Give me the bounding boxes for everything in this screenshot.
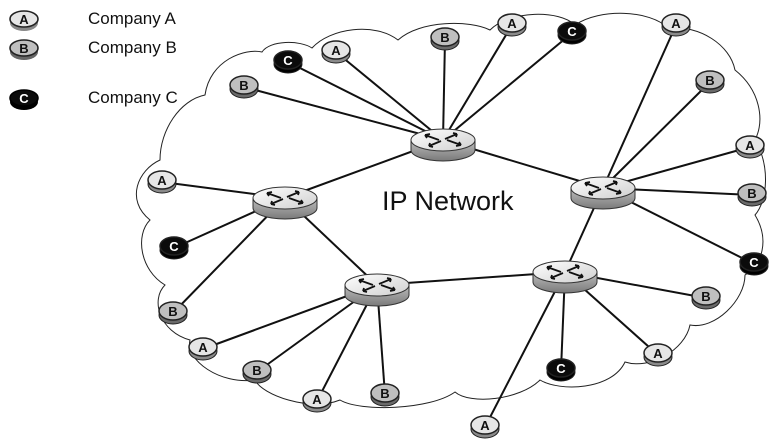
company-c-badge-icon: C (9, 89, 39, 110)
site-node-company-b: B (430, 27, 460, 51)
site-node-label: C (169, 239, 179, 254)
site-node-label: B (705, 73, 714, 88)
legend-label-company-b: Company B (88, 38, 177, 57)
site-node-label: A (331, 43, 341, 58)
site-node-label: A (312, 392, 322, 407)
site-node-company-c: C (546, 358, 576, 382)
site-node-label: A (671, 16, 681, 31)
site-node-label: B (701, 289, 710, 304)
site-node-company-b: B (158, 301, 188, 325)
site-node-company-a: A (497, 13, 527, 37)
site-node-company-b: B (370, 383, 400, 407)
access-link-n1 (287, 61, 444, 141)
access-link-n2 (335, 51, 444, 141)
access-link-n7 (602, 24, 677, 189)
svg-text:A: A (19, 12, 29, 27)
site-node-label: C (556, 361, 566, 376)
site-node-label: A (157, 173, 167, 188)
site-node-label: B (440, 30, 449, 45)
svg-text:C: C (19, 91, 29, 106)
router-icon (532, 260, 598, 294)
legend: A Company A B Company B C Company C (0, 0, 240, 120)
site-node-company-a: A (188, 337, 218, 361)
svg-text:B: B (19, 41, 28, 56)
site-node-company-b: B (691, 286, 721, 310)
router-icon (344, 273, 410, 307)
access-link-n8 (602, 81, 711, 189)
site-node-company-b: B (229, 75, 259, 99)
site-node-label: A (745, 138, 755, 153)
legend-label-company-a: Company A (88, 9, 176, 28)
diagram-title: IP Network (382, 186, 514, 216)
access-link-n6 (243, 86, 444, 141)
site-node-company-b: B (242, 360, 272, 384)
site-node-label: A (480, 418, 490, 433)
site-node-company-c: C (273, 50, 303, 74)
access-link-n22 (484, 271, 566, 428)
site-node-company-c: C (557, 21, 587, 45)
company-a-badge-icon: A (9, 10, 39, 31)
site-node-label: A (653, 346, 663, 361)
site-node-label: B (747, 186, 756, 201)
access-link-n3 (442, 38, 446, 141)
site-node-label: B (168, 304, 177, 319)
router-icon (252, 186, 318, 220)
site-node-company-b: B (695, 70, 725, 94)
site-node-label: C (567, 24, 577, 39)
site-node-company-b: B (737, 183, 767, 207)
legend-item-company-a: A Company A (6, 5, 176, 33)
site-node-label: B (239, 78, 248, 93)
access-link-n4 (442, 24, 513, 141)
site-node-label: C (749, 255, 759, 270)
site-node-company-a: A (661, 13, 691, 37)
site-node-label: A (198, 340, 208, 355)
legend-label-company-c: Company C (88, 88, 178, 107)
access-link-n5 (442, 32, 573, 141)
site-node-label: B (252, 363, 261, 378)
site-node-company-a: A (643, 343, 673, 367)
router-icon (410, 128, 476, 162)
site-node-company-a: A (470, 415, 500, 439)
site-node-company-c: C (159, 236, 189, 260)
router-icon (570, 176, 636, 210)
legend-item-company-c: C Company C (6, 84, 178, 112)
site-node-company-c: C (739, 252, 769, 276)
legend-item-company-b: B Company B (6, 34, 177, 62)
site-node-label: C (283, 53, 293, 68)
site-node-label: A (507, 16, 517, 31)
site-node-company-a: A (321, 40, 351, 64)
site-node-company-a: A (147, 170, 177, 194)
site-node-company-a: A (735, 135, 765, 159)
site-node-label: B (380, 386, 389, 401)
company-b-badge-icon: B (9, 39, 39, 60)
site-node-company-a: A (302, 389, 332, 413)
